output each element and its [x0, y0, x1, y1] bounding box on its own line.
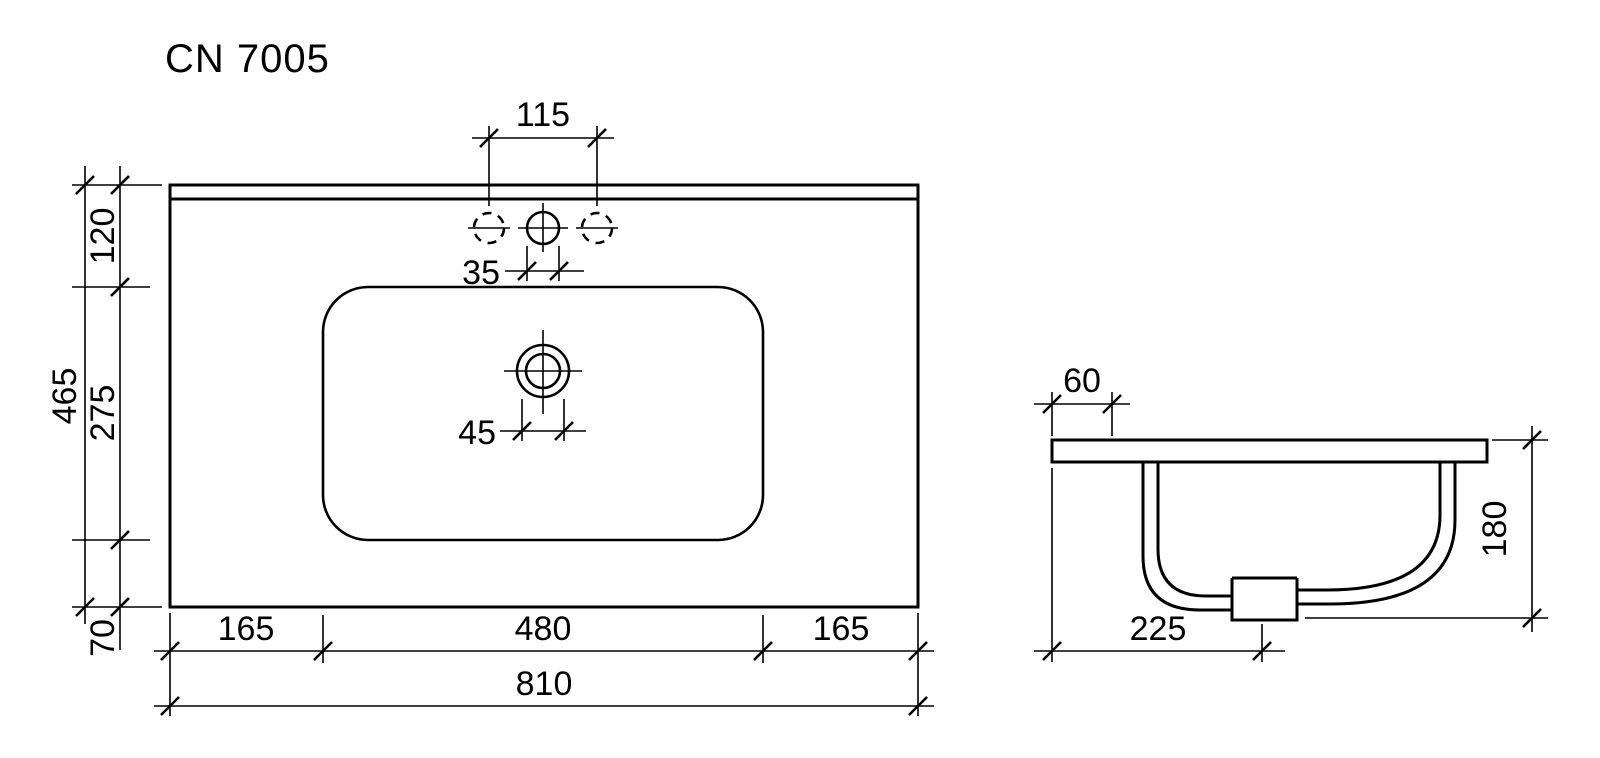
dim-depth-back-label: 120 [84, 208, 122, 265]
plan-dimension-lines [72, 126, 934, 716]
dim-basin-depth-label: 275 [84, 385, 122, 442]
side-basin-profile [1141, 462, 1457, 612]
plan-view [168, 183, 920, 609]
faucet-hole [518, 203, 568, 252]
dim-basin-width-label: 480 [515, 610, 572, 648]
drain-hole [504, 330, 582, 414]
dimension-ticks [75, 128, 1542, 716]
countertop-outline [168, 183, 920, 609]
side-countertop [1050, 438, 1489, 464]
dim-width-total-label: 810 [516, 665, 573, 703]
optional-faucet-hole-left [468, 211, 510, 245]
side-drain-outlet [1230, 576, 1299, 622]
dim-faucet-spacing-label: 115 [516, 96, 570, 134]
dimension-labels: 115 35 45 120 275 70 465 165 480 165 810… [46, 96, 1514, 703]
dim-depth-total-label: 465 [46, 368, 84, 425]
dim-front-edge-label: 60 [1063, 362, 1101, 400]
dim-faucet-hole-diameter-label: 35 [462, 254, 500, 292]
dim-depth-front-label: 70 [84, 619, 122, 657]
dim-drain-diameter-label: 45 [458, 414, 496, 452]
basin-outline [321, 285, 765, 542]
dim-height-label: 180 [1476, 501, 1514, 558]
drawing-title: CN 7005 [165, 37, 330, 81]
side-view [1050, 438, 1489, 622]
dim-right-margin-label: 165 [813, 610, 870, 648]
dim-left-margin-label: 165 [218, 610, 275, 648]
side-dimension-lines [1034, 392, 1548, 662]
dim-drain-offset-label: 225 [1130, 610, 1187, 648]
optional-faucet-hole-right [576, 211, 618, 245]
